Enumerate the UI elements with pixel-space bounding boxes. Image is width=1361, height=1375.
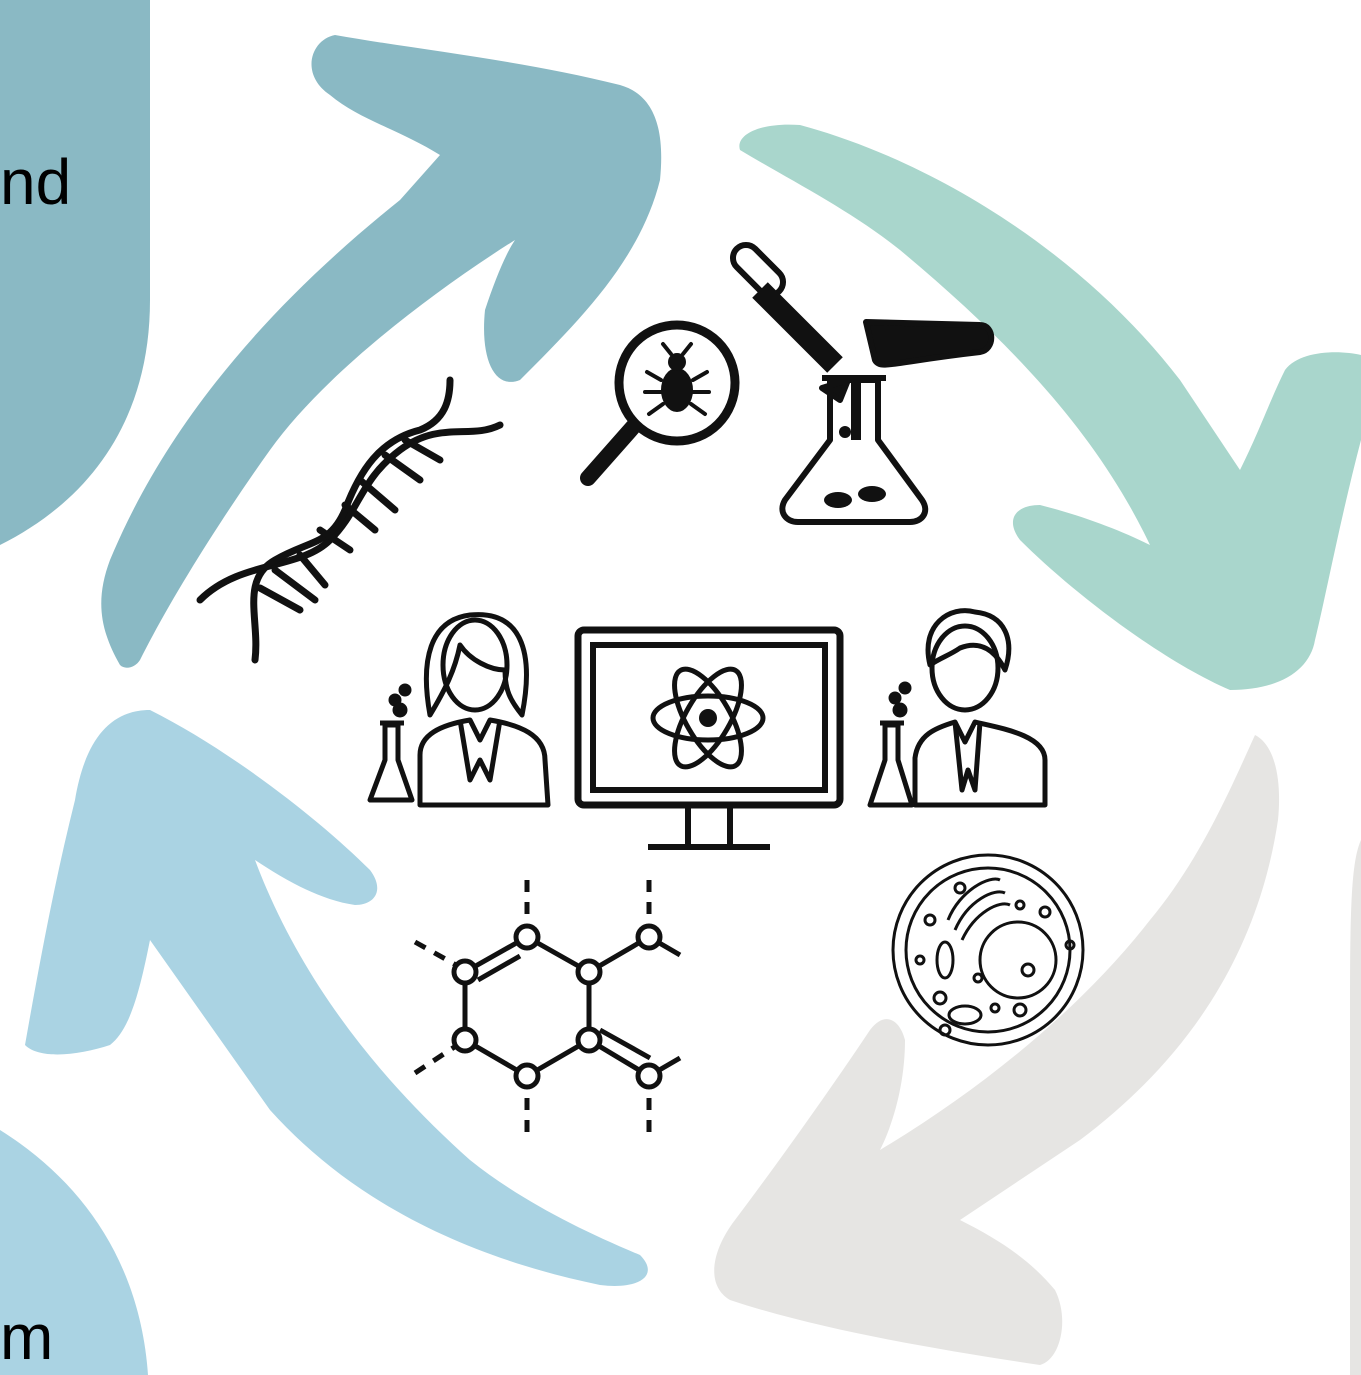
computer-atom-icon xyxy=(574,626,844,850)
male-scientist-icon xyxy=(867,608,1048,808)
female-scientist-icon xyxy=(367,612,551,808)
arrow-bottom-right xyxy=(714,735,1280,1365)
molecule-icon xyxy=(413,880,682,1135)
cell-icon xyxy=(891,853,1085,1047)
pipette-flask-icon xyxy=(729,241,995,525)
magnifier-bug-icon xyxy=(580,320,740,486)
arrow-top-right xyxy=(739,124,1361,691)
panel-top-left xyxy=(0,0,150,545)
panel-bottom-left xyxy=(0,1130,148,1375)
arrow-bottom-left xyxy=(25,710,648,1286)
arrow-top-left xyxy=(101,35,662,668)
panel-text-fragment-top: nd xyxy=(0,146,72,218)
panel-text-fragment-bottom: m xyxy=(0,1301,54,1373)
panel-right xyxy=(1350,840,1361,1375)
dna-helix-icon xyxy=(196,376,504,664)
